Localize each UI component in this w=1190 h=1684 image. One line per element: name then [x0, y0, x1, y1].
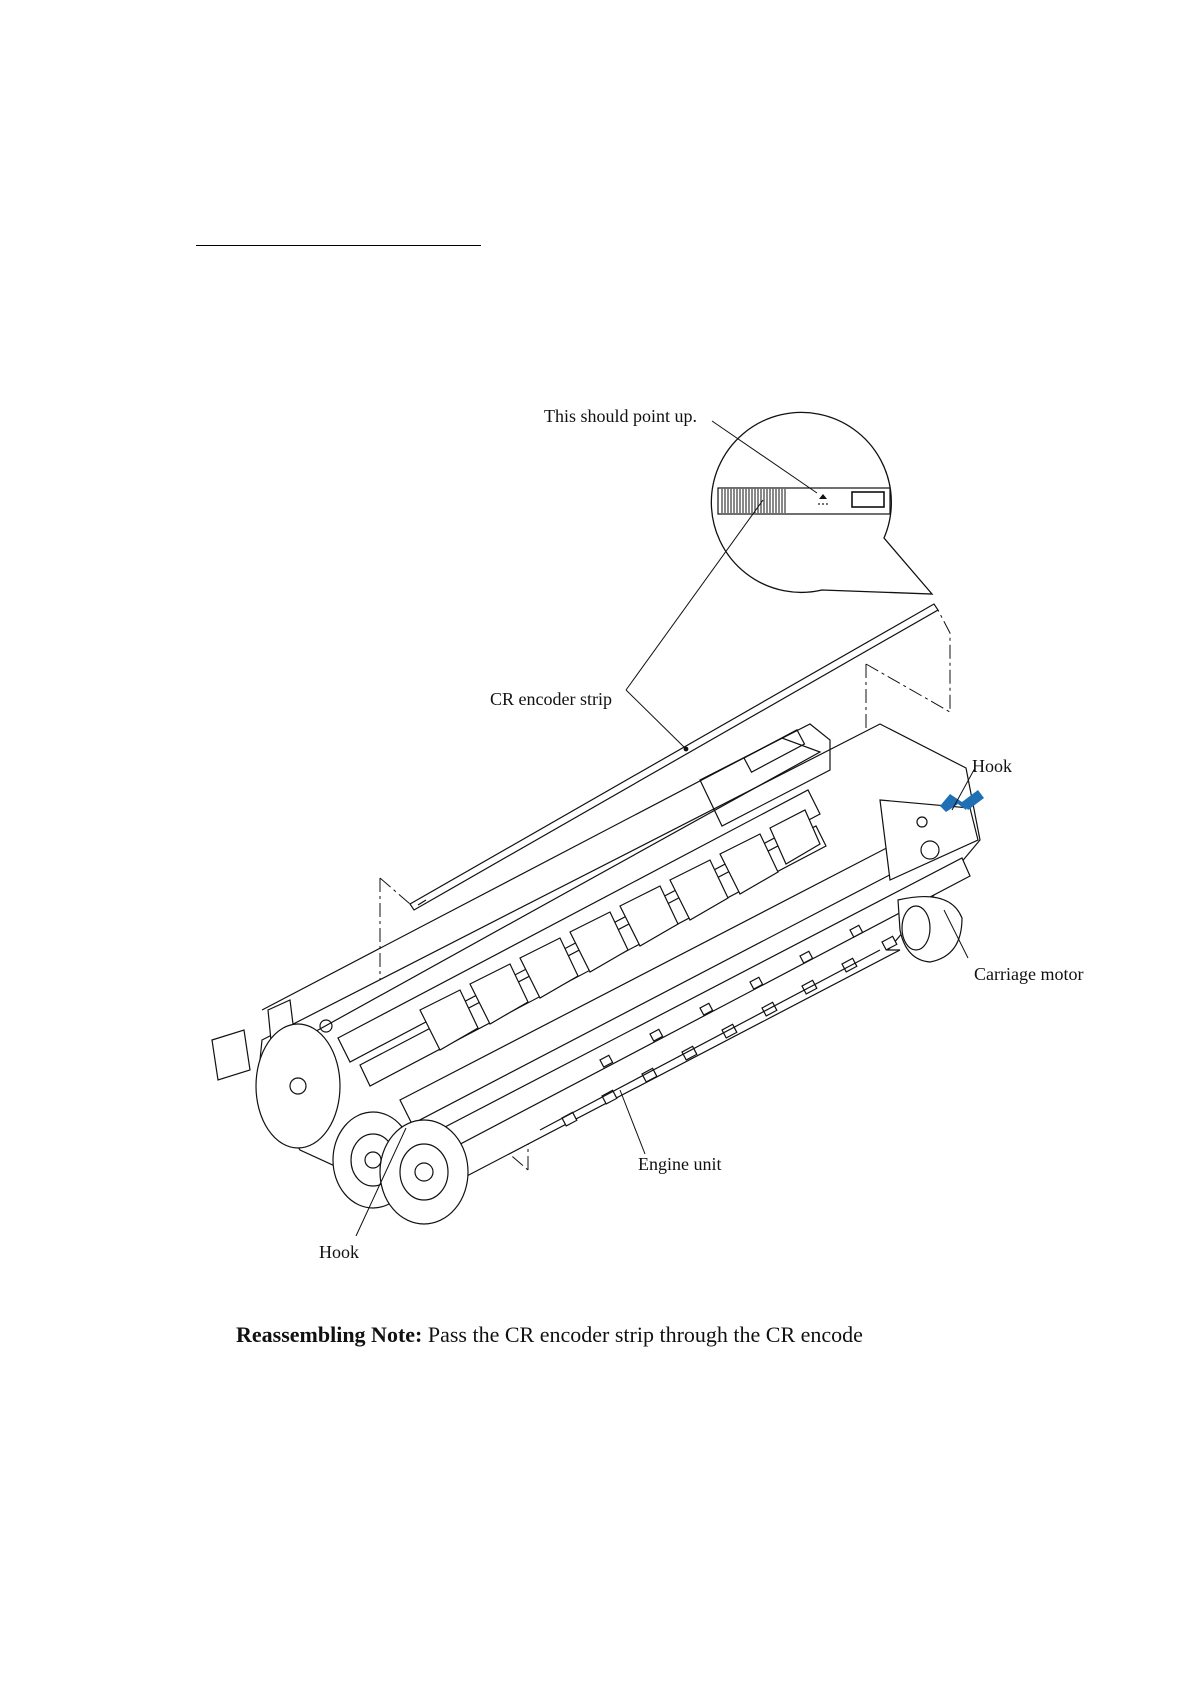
label-carriage-motor: Carriage motor [974, 964, 1083, 984]
reassembling-note: Reassembling Note: Pass the CR encoder s… [236, 1322, 863, 1348]
reassembling-note-text: Pass the CR encoder strip through the CR… [428, 1322, 863, 1347]
label-cr-encoder-strip: CR encoder strip [490, 689, 612, 709]
label-engine-unit: Engine unit [638, 1154, 722, 1174]
label-hook-right: Hook [972, 756, 1012, 776]
reassembling-note-title: Reassembling Note: [236, 1322, 422, 1347]
label-point-up: This should point up. [544, 406, 697, 426]
detail-leader-lines [626, 421, 817, 749]
label-hook-left: Hook [319, 1242, 359, 1262]
encoder-strip-end-detail [718, 488, 890, 514]
